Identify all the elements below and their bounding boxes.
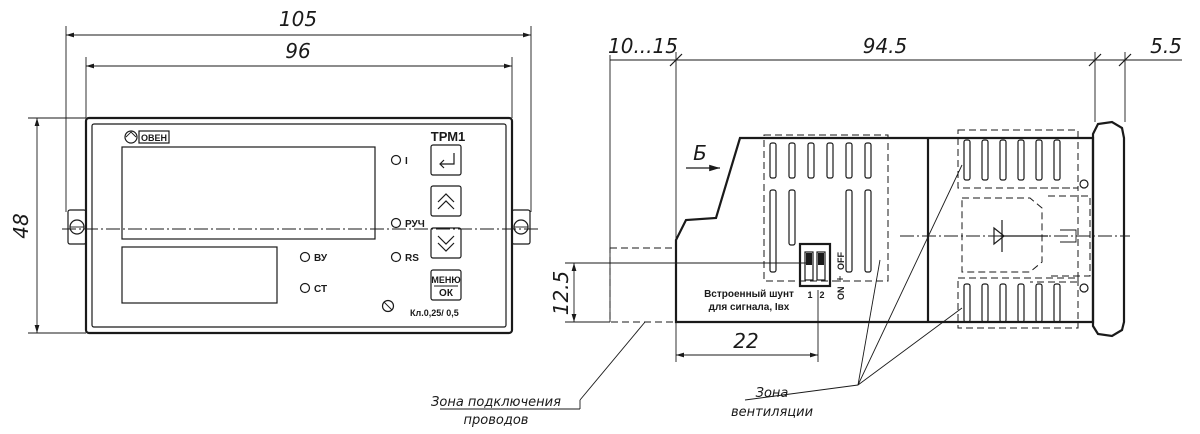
mount-clip-right xyxy=(511,209,531,245)
accuracy-mark: Кл.0,25/ 0,5 xyxy=(381,299,459,318)
dim-label-depth: 94.5 xyxy=(863,34,908,58)
menu-label: МЕНЮ xyxy=(431,275,460,285)
side-view: 10...15 94.5 5.5 Б xyxy=(440,34,1182,410)
dim-label-bezel: 5.5 xyxy=(1150,34,1182,58)
switch-off-label: OFF xyxy=(836,252,846,270)
back-button[interactable] xyxy=(430,144,462,176)
shunt-label-1: Встроенный шунт xyxy=(704,289,794,300)
led-st-label: СТ xyxy=(314,284,327,295)
shunt-label-2: для сигнала, Iвх xyxy=(709,302,790,313)
switch-body xyxy=(798,242,832,288)
mount-clip-left xyxy=(67,209,87,245)
wire-zone-label-1: Зона подключения xyxy=(431,395,561,410)
led-rs xyxy=(390,251,402,263)
vent-slots-left xyxy=(769,142,872,273)
switch-pin-1: 1 xyxy=(807,290,812,300)
tick-2 xyxy=(1088,53,1102,67)
clip-mechanism xyxy=(961,179,1091,293)
vent-zone-right-top xyxy=(957,129,1079,189)
switch-1[interactable] xyxy=(804,251,814,281)
vent-zone-left xyxy=(763,134,889,282)
wire-zone-label-2: проводов xyxy=(464,413,529,428)
dim-label-48: 48 xyxy=(9,213,33,238)
led-rs-label: RS xyxy=(405,253,419,264)
brand-text: ОВЕН xyxy=(141,133,167,143)
chevron-up-icon xyxy=(437,193,455,203)
front-view: 105 96 48 ОВЕН xyxy=(9,7,538,335)
shunt-switch[interactable]: 1 2 ON OFF xyxy=(798,242,846,301)
vent-zone-right-bottom xyxy=(957,277,1079,329)
ok-label: ОК xyxy=(439,288,454,299)
led-vu-label: ВУ xyxy=(314,253,328,264)
vent-leaders xyxy=(744,164,963,401)
led-i xyxy=(390,154,402,166)
lower-display xyxy=(121,246,278,304)
switch-pin-2: 2 xyxy=(819,290,824,300)
chevron-down-icon xyxy=(437,235,455,245)
switch-arrow-icon xyxy=(837,276,843,282)
dim-label-22: 22 xyxy=(733,329,758,353)
wire-zone-leader xyxy=(440,321,646,410)
tick-1 xyxy=(669,53,683,67)
accuracy-label: Кл.0,25/ 0,5 xyxy=(410,308,459,318)
vent-slots-right-top xyxy=(963,139,1061,181)
tick-3 xyxy=(1118,53,1132,67)
brand-logo: ОВЕН xyxy=(124,130,170,144)
dim-label-105: 105 xyxy=(279,7,317,31)
switch-on-label: ON xyxy=(836,287,846,301)
up-button[interactable] xyxy=(430,185,462,217)
front-panel-inner xyxy=(91,123,507,328)
view-letter: Б xyxy=(693,141,707,165)
led-ruch-label: РУЧ xyxy=(405,219,425,230)
bezel xyxy=(1091,120,1126,338)
led-vu xyxy=(299,251,311,263)
dim-label-gap: 10...15 xyxy=(608,34,678,58)
down-button[interactable] xyxy=(430,227,462,259)
accuracy-circle-icon xyxy=(381,299,395,313)
dim-label-96: 96 xyxy=(285,39,310,63)
model-label: ТРМ1 xyxy=(431,129,466,144)
dim-label-12-5: 12.5 xyxy=(549,271,573,316)
vent-zone-label-2: вентиляции xyxy=(731,405,813,420)
led-st xyxy=(299,282,311,294)
led-i-label: I xyxy=(405,156,408,167)
front-panel-outer xyxy=(84,116,514,335)
upper-display xyxy=(121,146,376,240)
switch-2[interactable] xyxy=(816,251,826,281)
led-ruch xyxy=(390,217,402,229)
return-arrow-icon xyxy=(440,153,455,165)
vent-zone-label-1: Зона xyxy=(756,386,789,401)
menu-ok-button[interactable]: МЕНЮ ОК xyxy=(430,269,462,301)
vent-slots-right-bottom xyxy=(963,283,1061,323)
mounting-panel-outline xyxy=(609,247,677,323)
